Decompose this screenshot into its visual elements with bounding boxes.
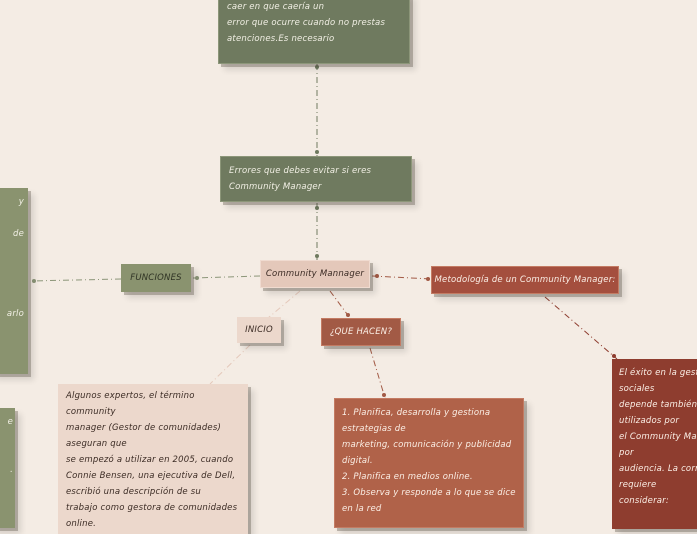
node-metodologia-text: Metodología de un Community Manager: xyxy=(434,275,616,285)
node-que-hacen-text: ¿QUE HACEN? xyxy=(329,327,393,337)
node-top-description-text: caer en que caería un error que ocurre c… xyxy=(227,2,386,44)
node-funciones-text: FUNCIONES xyxy=(130,273,182,283)
connector-central-inicio xyxy=(267,290,301,319)
connector-central-funciones xyxy=(192,275,261,279)
connector-dot xyxy=(315,150,319,154)
connector-layer xyxy=(29,64,618,399)
node-metodologia[interactable]: Metodología de un Community Manager: xyxy=(431,266,619,294)
node-inicio-text: INICIO xyxy=(245,325,273,335)
node-errores-text: Errores que debes evitar si eres Communi… xyxy=(229,166,372,192)
node-metodologia-detail-text: El éxito en la gest sociales depende tam… xyxy=(619,368,697,506)
connector-funciones-left xyxy=(29,278,122,282)
node-central-community-manager[interactable]: Community Mannager xyxy=(260,260,370,288)
node-left-lower-text: e . xyxy=(7,417,13,475)
node-que-hacen-detail[interactable]: 1. Planifica, desarrolla y gestiona estr… xyxy=(334,398,524,528)
node-que-hacen[interactable]: ¿QUE HACEN? xyxy=(321,318,401,346)
node-central-text: Community Mannager xyxy=(265,269,365,279)
node-inicio-detail[interactable]: Algunos expertos, el término community m… xyxy=(58,384,248,534)
connector-quehacen-detail xyxy=(369,347,386,399)
node-errores[interactable]: Errores que debes evitar si eres Communi… xyxy=(220,156,412,202)
node-left-upper-text: y de arlo xyxy=(6,197,24,319)
connector-central-metodologia xyxy=(371,275,433,280)
node-left-lower[interactable]: e . xyxy=(0,408,15,528)
connector-dot xyxy=(382,393,386,397)
node-que-hacen-detail-text: 1. Planifica, desarrolla y gestiona estr… xyxy=(342,408,516,514)
connector-inicio-detail xyxy=(209,344,251,385)
connector-central-quehacen xyxy=(329,290,351,319)
connector-dot xyxy=(32,279,36,283)
node-inicio[interactable]: INICIO xyxy=(237,317,281,343)
connector-dot xyxy=(315,65,319,69)
connector-dot xyxy=(346,313,350,317)
connector-dot xyxy=(426,277,430,281)
connector-dot xyxy=(612,354,616,358)
connector-dot xyxy=(315,206,319,210)
node-left-upper[interactable]: y de arlo xyxy=(0,188,28,374)
node-inicio-detail-text: Algunos expertos, el término community m… xyxy=(66,391,238,529)
node-funciones[interactable]: FUNCIONES xyxy=(121,264,191,292)
connector-dot xyxy=(195,276,199,280)
connector-dot xyxy=(315,254,319,258)
node-top-description[interactable]: caer en que caería un error que ocurre c… xyxy=(218,0,410,64)
connector-metodologia-detail xyxy=(544,296,618,360)
connector-dot xyxy=(375,274,379,278)
node-metodologia-detail[interactable]: El éxito en la gest sociales depende tam… xyxy=(612,359,697,529)
